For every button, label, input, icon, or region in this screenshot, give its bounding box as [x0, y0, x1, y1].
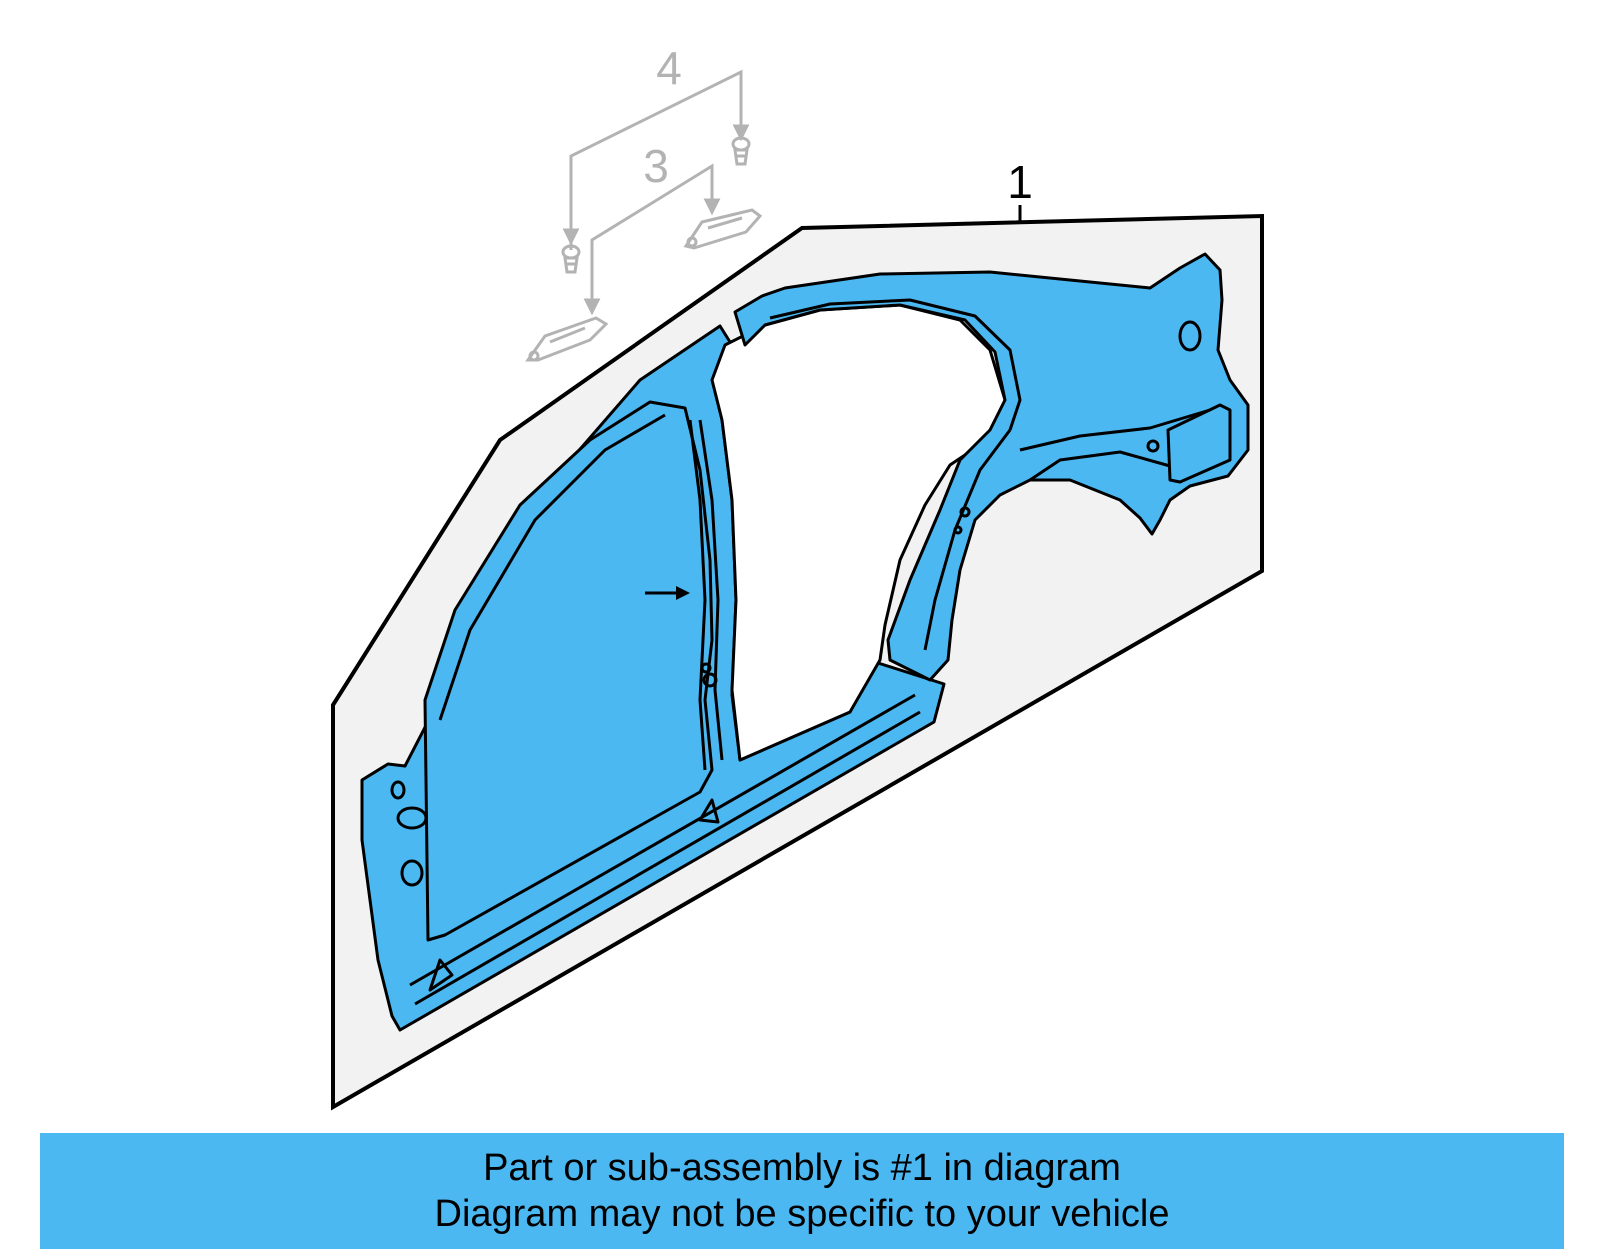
rear-quarter-section	[733, 252, 1250, 682]
front-door-opening	[423, 400, 714, 942]
callout-3-label: 3	[643, 140, 669, 192]
banner-line-1: Part or sub-assembly is #1 in diagram	[483, 1147, 1121, 1189]
clip-parts-group	[525, 69, 763, 362]
push-clip-left-icon	[561, 244, 581, 274]
push-clip-right-icon	[731, 136, 751, 166]
banner-line-2: Diagram may not be specific to your vehi…	[434, 1193, 1170, 1235]
callout-4-label: 4	[656, 42, 682, 94]
pointer-arrow	[645, 586, 690, 600]
side-panel-assembly	[360, 252, 1250, 1032]
molding-clip-right-icon	[683, 208, 763, 250]
molding-clip-left-icon	[525, 316, 609, 362]
info-banner: Part or sub-assembly is #1 in diagram Di…	[40, 1133, 1564, 1249]
tail-lamp-pocket	[1166, 403, 1232, 484]
callout-1-label: 1	[1007, 156, 1033, 208]
